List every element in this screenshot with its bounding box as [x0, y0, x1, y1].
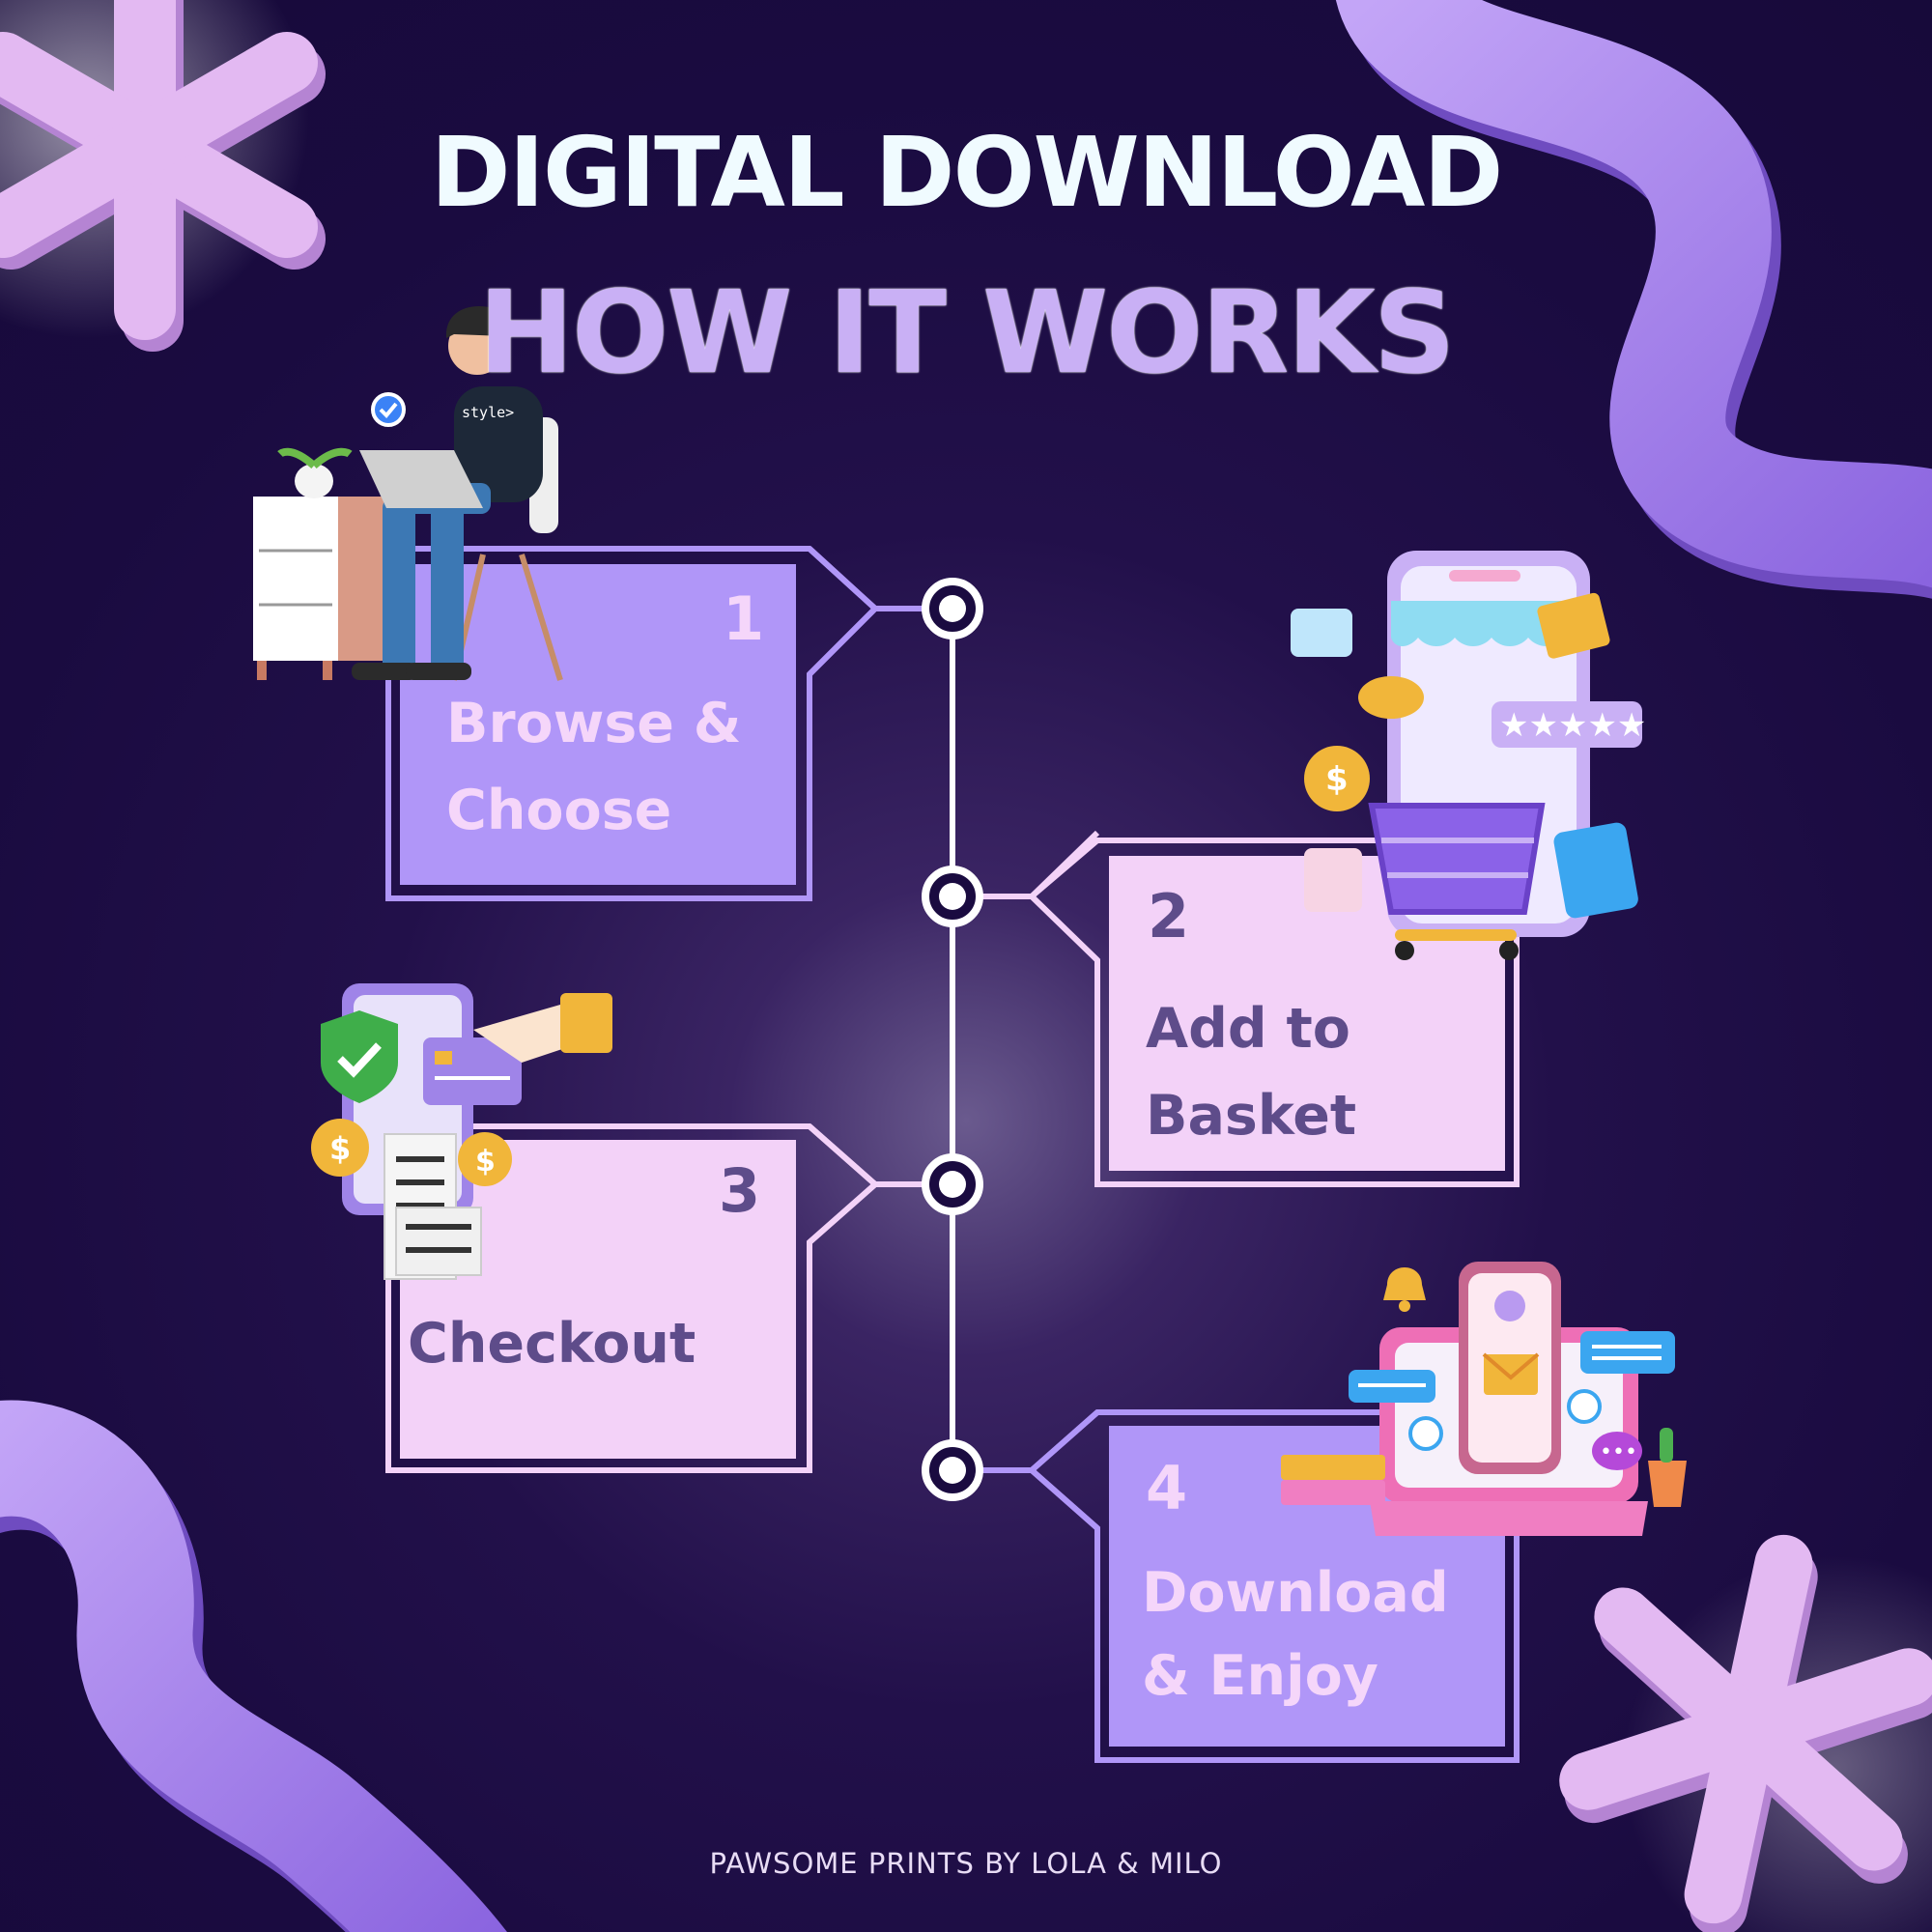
- step-label: & Enjoy: [1142, 1644, 1378, 1708]
- svg-text:★★★★★: ★★★★★: [1499, 706, 1646, 745]
- page-title: DIGITAL DOWNLOAD: [430, 116, 1504, 229]
- svg-text:•••: •••: [1600, 1440, 1637, 1464]
- timeline-node-3: [922, 1153, 983, 1215]
- timeline-node-1: [922, 578, 983, 639]
- laptop-notification-icon: •••: [1281, 1262, 1687, 1536]
- step-number: 2: [1148, 881, 1190, 952]
- squiggle-icon: [1336, 0, 1932, 599]
- asterisk-icon: [0, 0, 326, 352]
- step-label: Checkout: [408, 1312, 696, 1376]
- step-number: 4: [1146, 1453, 1188, 1523]
- step-number: 3: [719, 1155, 761, 1226]
- step-label: Add to: [1146, 997, 1350, 1061]
- person-laptop-icon: style>: [253, 306, 563, 681]
- timeline-node-2: [922, 866, 983, 927]
- payment-icon: $ $: [311, 983, 612, 1280]
- footer-credit: PAWSOME PRINTS BY LOLA & MILO: [709, 1847, 1223, 1880]
- step-label: Download: [1142, 1561, 1449, 1625]
- svg-text:style>: style>: [462, 404, 514, 421]
- timeline-node-4: [922, 1439, 983, 1501]
- step-number: 1: [723, 583, 765, 654]
- step-label: Browse &: [446, 692, 742, 755]
- step-label: Choose: [446, 779, 672, 842]
- svg-text:$: $: [1325, 760, 1349, 799]
- svg-text:$: $: [475, 1145, 496, 1179]
- step-label: Basket: [1146, 1084, 1357, 1148]
- shopping-phone-icon: ★★★★★ $: [1291, 551, 1646, 960]
- page-subtitle: HOW IT WORKS: [478, 266, 1456, 399]
- svg-text:$: $: [329, 1130, 351, 1167]
- asterisk-icon: [1559, 1534, 1932, 1932]
- squiggle-icon: [0, 1400, 507, 1932]
